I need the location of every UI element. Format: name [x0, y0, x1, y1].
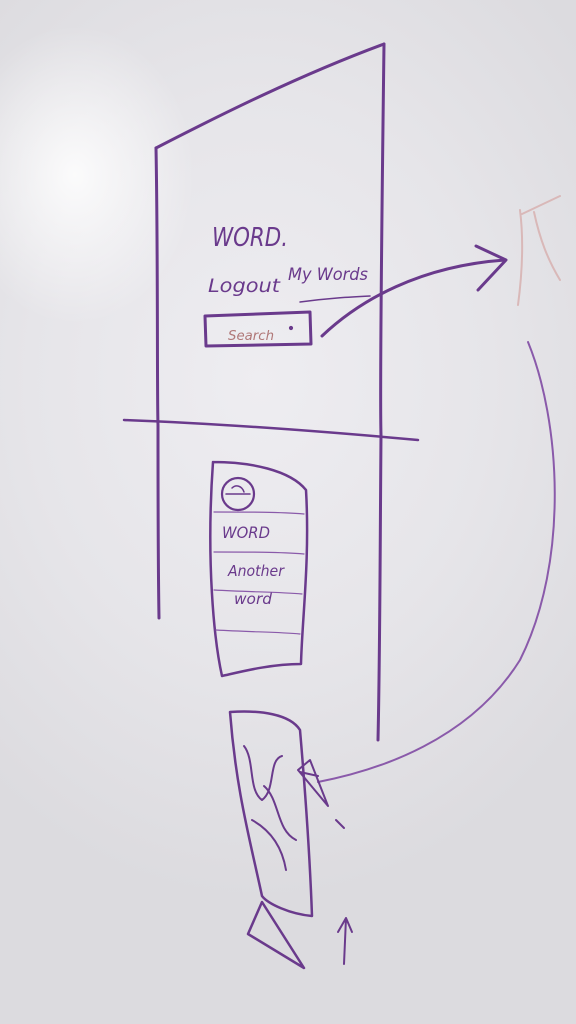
- nav-underline: [299, 295, 371, 303]
- search-box-outline: [203, 310, 313, 348]
- ghost-screen-sketch: [517, 195, 561, 306]
- flow-arrow-head: [474, 244, 508, 292]
- scribble-pointer-triangle: [297, 759, 329, 807]
- app-title: WORD.: [212, 223, 288, 253]
- phone-frame-top-edge: [154, 42, 386, 150]
- search-box-label: Search: [228, 329, 274, 344]
- flow-arrow-right: [320, 258, 507, 338]
- list-row-2: [213, 551, 305, 555]
- detail-scribble: [243, 745, 297, 871]
- small-arrow-mark: [337, 917, 353, 965]
- list-item-2: Another: [227, 562, 285, 580]
- list-row-1: [213, 511, 305, 515]
- search-dot-icon: [288, 325, 294, 331]
- phone-frame-left-edge: [154, 146, 161, 620]
- avatar-scribble: [225, 485, 251, 495]
- flow-curve-down: [317, 341, 556, 783]
- my-words-link-label: My Words: [288, 265, 368, 285]
- stray-mark: [335, 819, 345, 829]
- list-row-4: [215, 629, 301, 635]
- list-row-3: [213, 589, 303, 595]
- fold-divider-line: [122, 418, 420, 442]
- list-item-1: WORD: [222, 523, 270, 542]
- bottom-triangle-shape: [246, 900, 306, 970]
- list-item-3: word: [234, 590, 272, 608]
- detail-card-outline: [228, 710, 314, 918]
- avatar-circle-icon: [220, 476, 256, 512]
- phone-frame-right-edge: [376, 42, 386, 742]
- list-card-outline: [209, 460, 309, 678]
- logout-link-label: Logout: [208, 275, 282, 297]
